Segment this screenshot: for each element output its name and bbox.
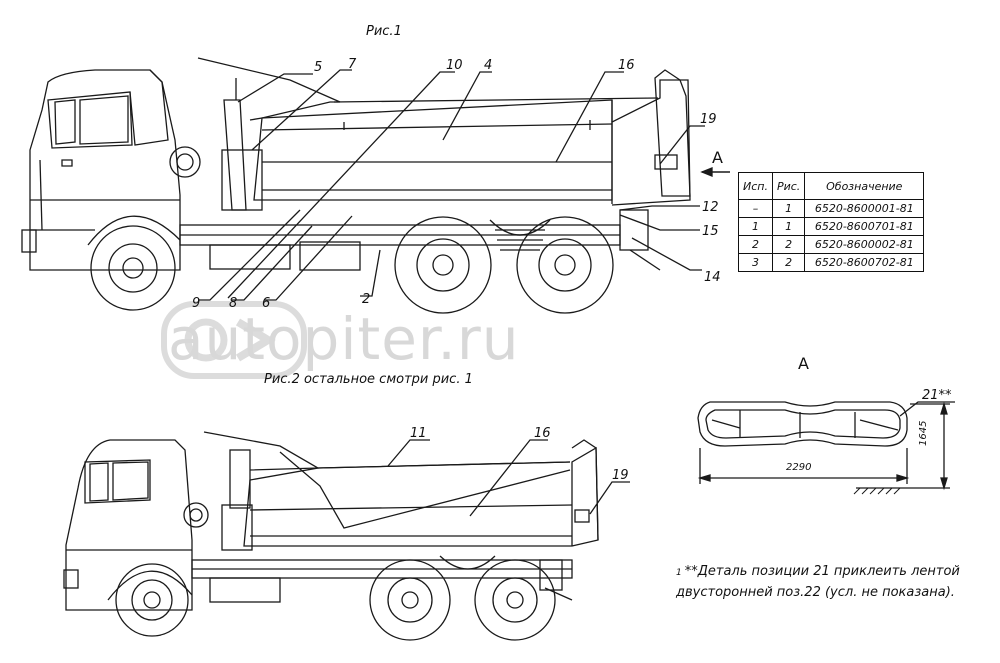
callout-14: 14 — [704, 270, 721, 285]
cell-figure: 2 — [771, 253, 806, 272]
callout-8: 8 — [229, 296, 238, 311]
view-a-detail — [697, 401, 955, 495]
cell-variant: 2 — [738, 235, 773, 254]
dimension-height: 1645 — [918, 420, 929, 446]
note-text-1: **Деталь позиции 21 приклеить лентой — [684, 564, 960, 579]
callout-5: 5 — [314, 60, 323, 75]
callout-7: 7 — [348, 57, 357, 72]
cell-variant: 3 — [738, 253, 773, 272]
cell-designation: 6520-8600702-81 — [804, 253, 925, 272]
header-variant: Исп. — [738, 172, 773, 200]
callout-19-fig2: 19 — [612, 468, 629, 483]
watermark-text: autopiter.ru — [168, 305, 520, 373]
cell-designation: 6520-8600002-81 — [804, 235, 925, 254]
watermark-logo-icon — [161, 301, 307, 379]
table-row: 1 1 6520-8600701-81 — [738, 217, 925, 236]
header-designation: Обозначение — [804, 172, 925, 200]
truck-figure-2 — [63, 431, 630, 641]
dimension-width: 2290 — [786, 462, 812, 473]
cell-designation: 6520-8600001-81 — [804, 199, 925, 218]
note-number: 1 — [676, 568, 682, 578]
callout-4: 4 — [484, 58, 493, 73]
figure-1-title: Рис.1 — [366, 24, 402, 39]
callout-16-fig2: 16 — [534, 426, 551, 441]
view-a-label: A — [798, 354, 809, 373]
callout-10: 10 — [446, 58, 463, 73]
callout-15: 15 — [702, 224, 719, 239]
callout-9: 9 — [192, 296, 201, 311]
truck-figure-1 — [21, 57, 730, 314]
callout-12: 12 — [702, 200, 719, 215]
table-row: 2 2 6520-8600002-81 — [738, 235, 925, 254]
spec-table-header: Исп. Рис. Обозначение — [738, 172, 925, 200]
cell-designation: 6520-8600701-81 — [804, 217, 925, 236]
cell-variant: 1 — [738, 217, 773, 236]
figure-2-title: Рис.2 остальное смотри рис. 1 — [264, 372, 473, 387]
cell-figure: 1 — [771, 217, 806, 236]
callout-11: 11 — [410, 426, 427, 441]
note-line-1: 1**Деталь позиции 21 приклеить лентой — [676, 562, 960, 583]
callout-6: 6 — [262, 296, 271, 311]
note-text-2: двусторонней поз.22 (усл. не показана). — [676, 585, 955, 600]
table-row: 3 2 6520-8600702-81 — [738, 253, 925, 272]
table-row: – 1 6520-8600001-81 — [738, 199, 925, 218]
view-a-marker: A — [712, 148, 723, 167]
callout-2: 2 — [362, 292, 371, 307]
cell-figure: 2 — [771, 235, 806, 254]
cell-variant: – — [738, 199, 773, 218]
spec-table: Исп. Рис. Обозначение – 1 6520-8600001-8… — [738, 172, 925, 272]
callout-19: 19 — [700, 112, 717, 127]
assembly-note: 1**Деталь позиции 21 приклеить лентой дв… — [676, 562, 960, 602]
callout-16: 16 — [618, 58, 635, 73]
callout-21: 21** — [922, 388, 952, 403]
header-figure: Рис. — [771, 172, 806, 200]
cell-figure: 1 — [771, 199, 806, 218]
